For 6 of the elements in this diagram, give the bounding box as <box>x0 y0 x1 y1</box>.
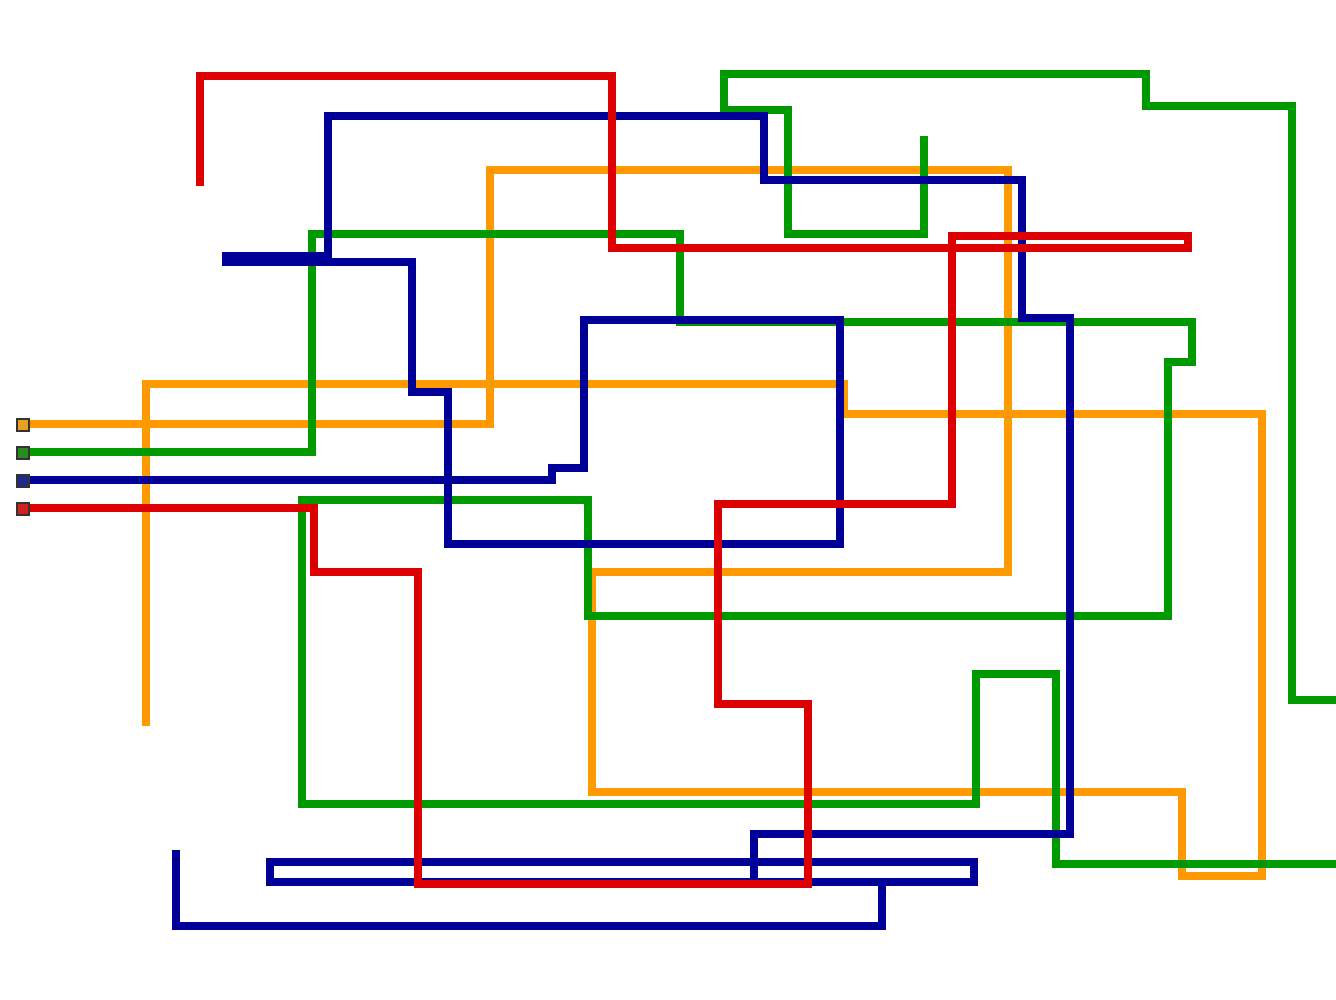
start-square-marker <box>16 473 30 487</box>
route-line <box>30 166 1266 880</box>
route-line <box>30 112 1074 930</box>
start-square-marker <box>16 417 30 431</box>
start-square-marker <box>16 501 30 515</box>
start-square-marker <box>16 445 30 459</box>
